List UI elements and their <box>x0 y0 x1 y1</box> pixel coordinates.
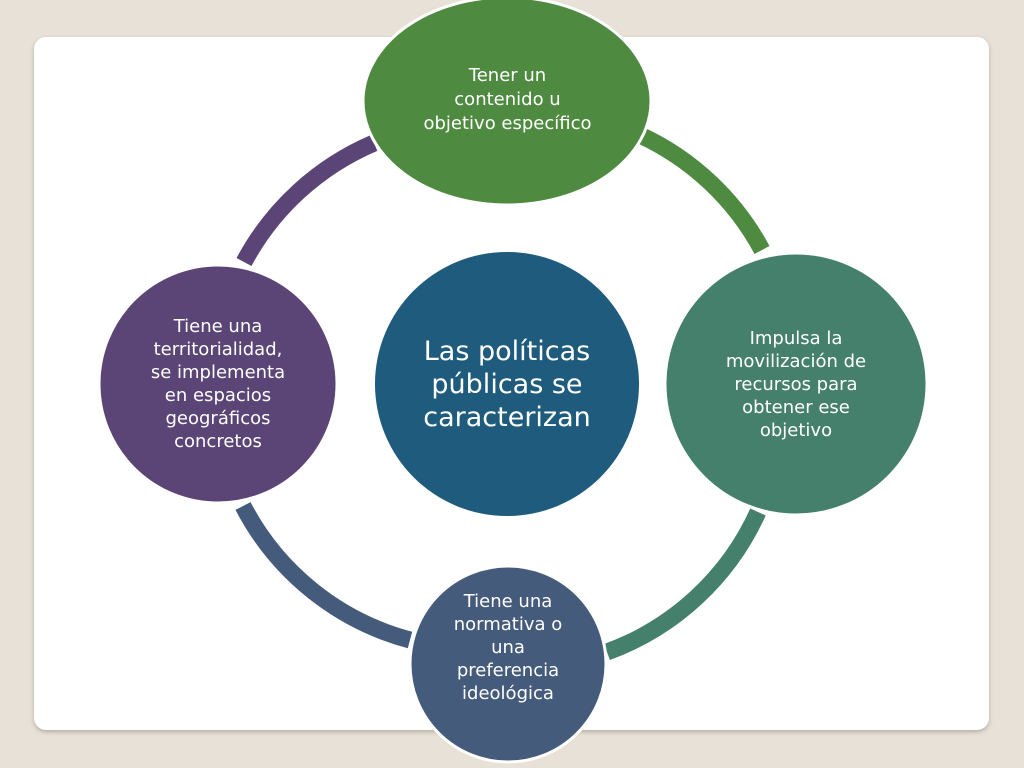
ring-arc-left-top <box>236 135 378 267</box>
node-label-bottom: Tiene una normativa o una preferencia id… <box>453 590 563 704</box>
node-circle-bottom <box>408 564 608 764</box>
node-circle-right <box>663 251 929 517</box>
node-label-top: Tener un contenido u objetivo específico <box>423 65 592 134</box>
ring-arc-bottom-left <box>235 502 413 649</box>
node-label-left: Tiene una territorialidad, se implementa… <box>150 316 286 452</box>
ring-arc-right-bottom <box>604 508 766 660</box>
node-circle-top <box>361 0 653 207</box>
center-label: Las políticas públicas se caracterizan <box>423 335 591 433</box>
ring-arc-top-right <box>636 127 770 255</box>
node-label-right: Impulsa la movilización de recursos para… <box>725 327 867 441</box>
node-circle-left <box>97 263 339 505</box>
center-circle <box>375 252 639 516</box>
